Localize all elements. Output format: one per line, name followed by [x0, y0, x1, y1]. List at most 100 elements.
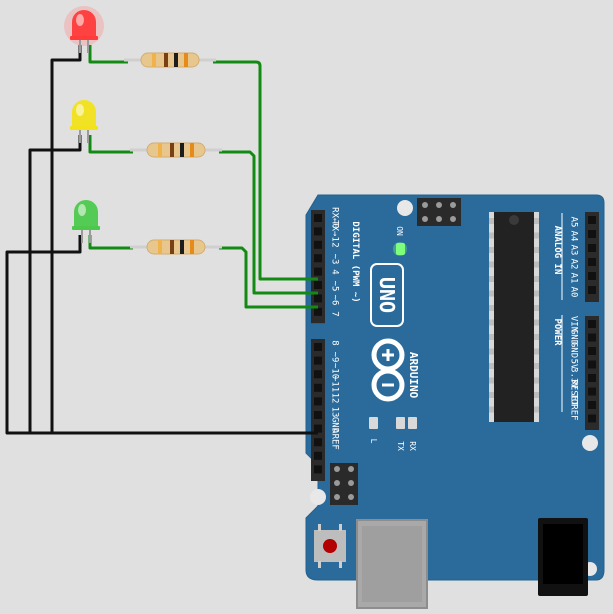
- digital-pin-pin[interactable]: [314, 254, 322, 263]
- usb-connector: [356, 519, 428, 609]
- reset-button[interactable]: [314, 524, 346, 568]
- digital-pin-label: 2: [330, 242, 340, 247]
- digital-pin-pin[interactable]: [314, 307, 322, 316]
- digital-pin-pin[interactable]: [314, 343, 322, 351]
- power-pin-pin[interactable]: [588, 374, 596, 382]
- signal-wire-green[interactable]: [88, 235, 133, 250]
- analog-pin-header: [585, 212, 599, 302]
- digital-pin-label: ~5: [330, 281, 340, 292]
- power-pin-pin[interactable]: [588, 414, 596, 423]
- digital-pin-label: ~6: [330, 295, 340, 306]
- tx-led: [396, 417, 405, 429]
- analog-pin-pin[interactable]: [588, 272, 596, 280]
- digital-pin-pin[interactable]: [314, 411, 322, 419]
- digital-pin-label: ~9: [330, 352, 340, 363]
- digital-pin-header: [311, 210, 325, 481]
- ground-wire-yellow[interactable]: [28, 135, 82, 433]
- power-pin-pin[interactable]: [588, 347, 596, 355]
- signal-wire-yellow[interactable]: [88, 135, 133, 154]
- digital-pin-label: ~10: [330, 363, 340, 379]
- power-pin-pin[interactable]: [588, 360, 596, 369]
- digital-pin-pin[interactable]: [314, 294, 322, 303]
- power-title: POWER: [552, 318, 562, 346]
- digital-pin-pin[interactable]: [314, 424, 322, 433]
- digital-pin-pin[interactable]: [314, 438, 322, 447]
- mounting-hole: [310, 489, 326, 505]
- signal-wire-yellow-to-pin[interactable]: [219, 150, 318, 295]
- digital-pin-pin[interactable]: [314, 370, 322, 379]
- signal-wire-red-to-pin[interactable]: [213, 60, 318, 281]
- power-jack: [538, 518, 588, 596]
- power-pin-label: 3.3V: [569, 367, 579, 389]
- digital-pin-label: GND: [330, 417, 340, 433]
- analog-pin-label: A3: [569, 245, 579, 256]
- power-pin-label: IOREF: [569, 393, 579, 420]
- digital-pin-pin[interactable]: [314, 240, 322, 249]
- yellow-led[interactable]: [70, 100, 98, 143]
- green-led[interactable]: [72, 200, 100, 243]
- ground-wire-green[interactable]: [5, 235, 318, 435]
- rx-led: [408, 417, 417, 429]
- l-led: [369, 417, 378, 429]
- digital-pin-label: 13: [330, 407, 340, 418]
- analog-pin-pin[interactable]: [588, 216, 596, 224]
- leds: [64, 6, 104, 243]
- arduino-brand: ARDUINO: [407, 352, 420, 399]
- signal-wire-red[interactable]: [88, 45, 128, 64]
- digital-pin-pin[interactable]: [314, 465, 322, 474]
- power-pin-pin[interactable]: [588, 320, 596, 328]
- analog-pin-label: A2: [569, 259, 579, 270]
- digital-pin-label: ~3: [330, 254, 340, 265]
- l-label: L: [369, 439, 378, 444]
- digital-pin-pin[interactable]: [314, 267, 322, 276]
- resistor[interactable]: [124, 52, 216, 68]
- digital-pin-label: 8: [330, 340, 340, 345]
- tx-label: TX: [396, 441, 405, 451]
- digital-pin-label: AREF: [330, 428, 340, 450]
- digital-pin-label: RX←0: [330, 207, 340, 229]
- digital-pin-pin[interactable]: [314, 397, 322, 406]
- resistor[interactable]: [130, 239, 222, 255]
- power-pin-pin[interactable]: [588, 387, 596, 396]
- power-pin-label: GND: [569, 342, 579, 358]
- power-pin-label: GND: [569, 329, 579, 345]
- analog-title: ANALOG IN: [552, 226, 562, 275]
- digital-pin-pin[interactable]: [314, 281, 322, 289]
- on-label: ON: [395, 226, 404, 236]
- resistor[interactable]: [130, 142, 222, 158]
- analog-pin-pin[interactable]: [588, 286, 596, 294]
- analog-pin-label: A4: [569, 231, 579, 242]
- mounting-hole: [582, 435, 598, 451]
- power-pin-label: RESET: [569, 379, 579, 407]
- mounting-hole: [397, 200, 413, 216]
- digital-pin-pin[interactable]: [314, 227, 322, 236]
- digital-pin-pin[interactable]: [314, 214, 322, 222]
- power-pin-header: [585, 316, 599, 430]
- digital-pin-pin[interactable]: [314, 451, 322, 460]
- digital-pin-pin[interactable]: [314, 356, 322, 365]
- digital-pin-label: 4: [330, 269, 340, 274]
- icsp-header-top: [417, 198, 461, 226]
- digital-pin-label: 7: [330, 311, 340, 316]
- power-pin-label: VIN: [569, 316, 579, 332]
- red-led[interactable]: [64, 6, 104, 53]
- power-on-led: [396, 243, 405, 255]
- arduino-infinity-icon: [371, 338, 405, 402]
- power-pin-body: [585, 316, 599, 430]
- digital-pin-label: 12: [330, 393, 340, 404]
- digital-pin-pin[interactable]: [314, 383, 322, 392]
- power-pin-pin[interactable]: [588, 333, 596, 342]
- power-pin-pin[interactable]: [588, 401, 596, 409]
- analog-pin-pin[interactable]: [588, 244, 596, 252]
- signal-wire-green-to-pin[interactable]: [219, 246, 318, 309]
- analog-pin-pin[interactable]: [588, 258, 596, 266]
- analog-pin-label: A5: [569, 217, 579, 228]
- uno-logo: UNO: [375, 277, 399, 313]
- analog-pin-pin[interactable]: [588, 230, 596, 238]
